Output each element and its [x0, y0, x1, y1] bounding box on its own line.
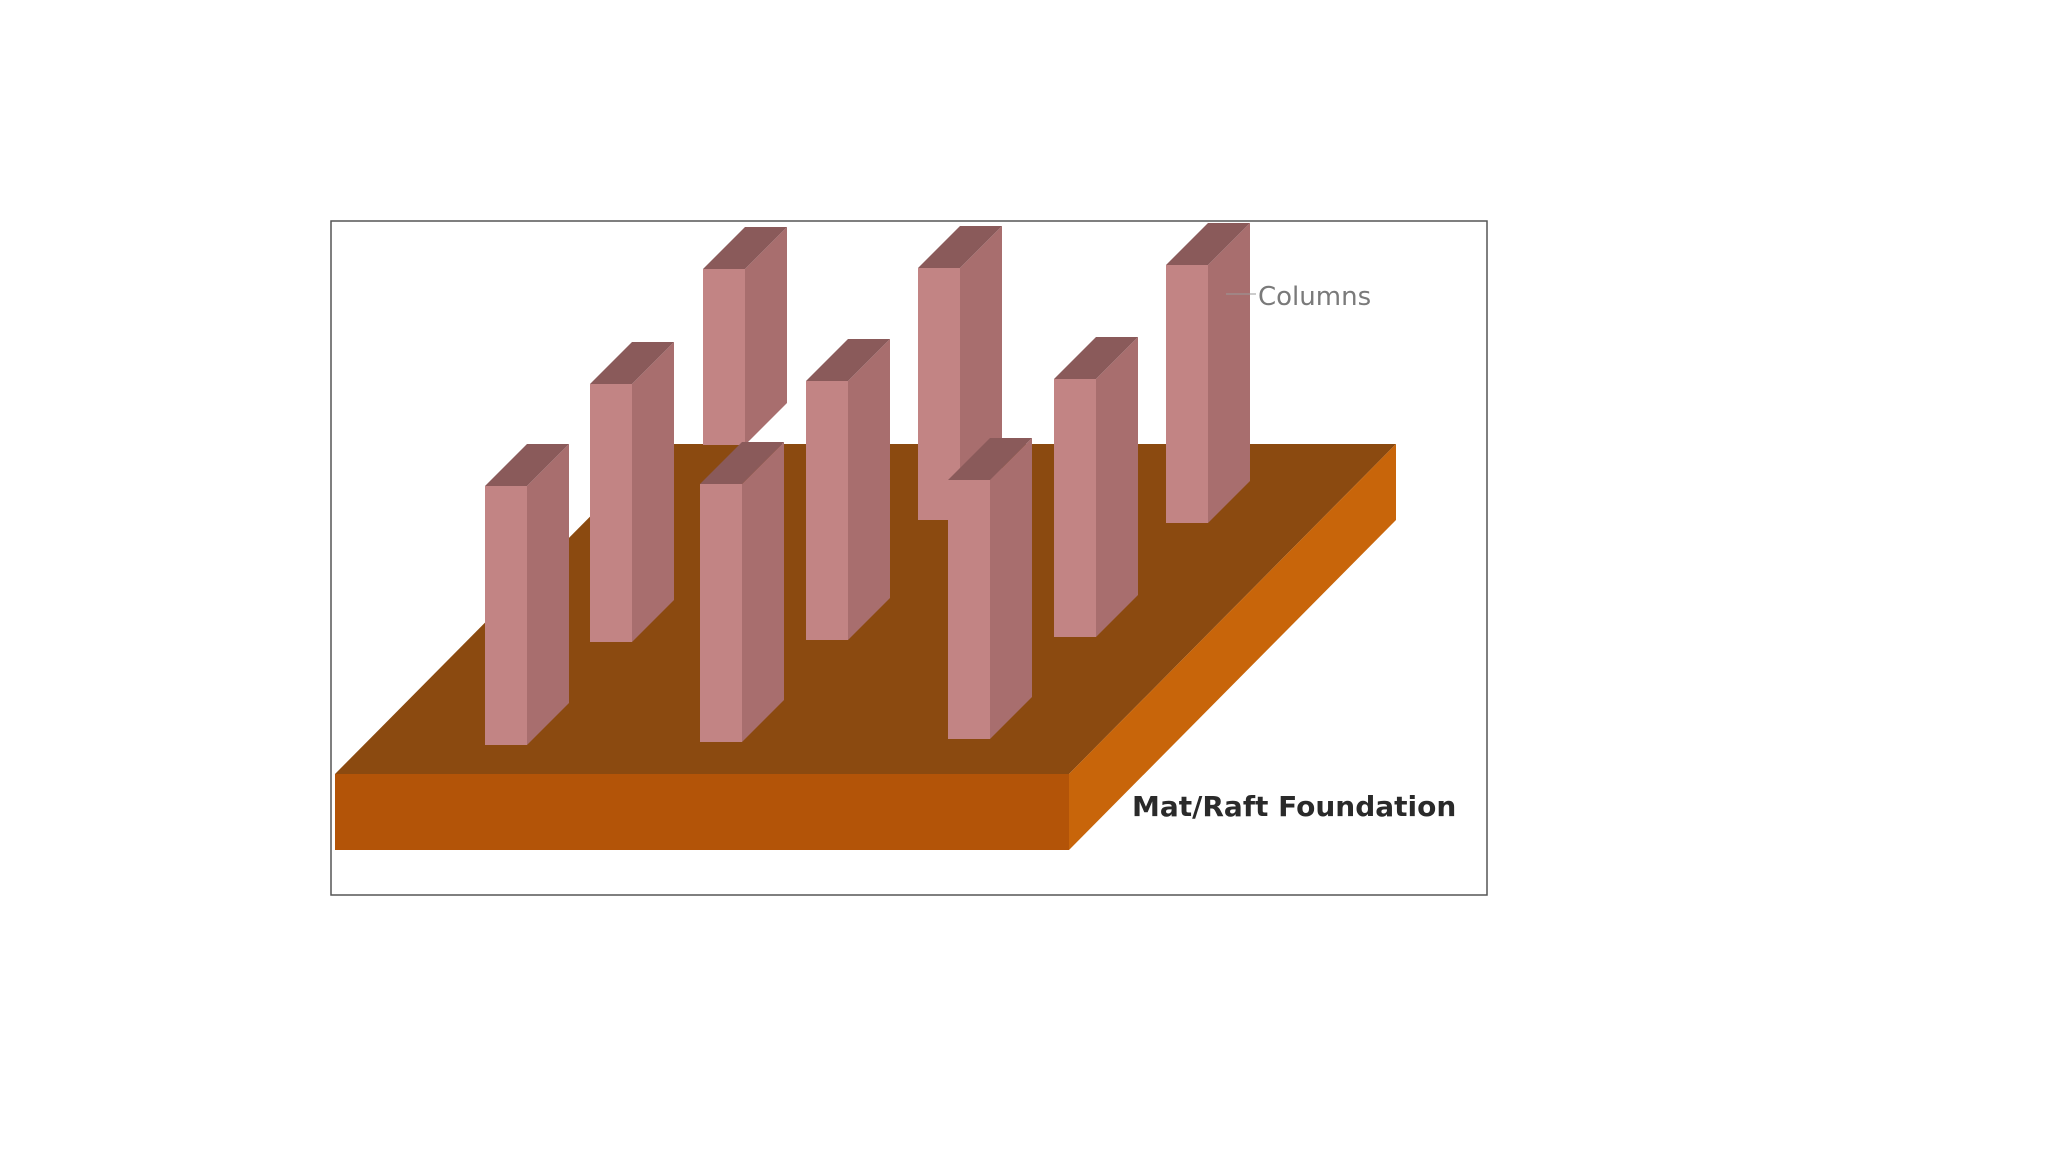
column-top-face	[948, 438, 1032, 480]
column-side-face	[1208, 223, 1250, 523]
column-front-face	[1166, 265, 1208, 523]
column-6	[1054, 337, 1138, 637]
column-front-face	[485, 486, 527, 745]
column-side-face	[632, 342, 674, 642]
columns-label: Columns	[1258, 282, 1371, 312]
column-front-face	[590, 384, 632, 642]
column-side-face	[1096, 337, 1138, 637]
column-top-face	[1166, 223, 1250, 265]
column-top-face	[1054, 337, 1138, 379]
column-top-face	[485, 444, 569, 486]
column-5	[806, 339, 890, 640]
column-front-face	[703, 269, 745, 445]
column-top-face	[806, 339, 890, 381]
column-top-face	[590, 342, 674, 384]
column-front-face	[918, 268, 960, 520]
column-front-face	[806, 381, 848, 640]
column-side-face	[990, 438, 1032, 739]
column-front-face	[948, 480, 990, 739]
column-top-face	[703, 227, 787, 269]
columns-group	[485, 223, 1250, 745]
column-side-face	[527, 444, 569, 745]
column-side-face	[848, 339, 890, 640]
column-side-face	[745, 227, 787, 445]
column-front-face	[1054, 379, 1096, 637]
foundation-label: Mat/Raft Foundation	[1132, 790, 1456, 823]
column-3	[1166, 223, 1250, 523]
column-7	[485, 444, 569, 745]
column-9	[948, 438, 1032, 739]
column-8	[700, 442, 784, 742]
column-top-face	[918, 226, 1002, 268]
slab-side-face	[1069, 444, 1396, 850]
column-1	[703, 227, 787, 445]
column-top-face	[700, 442, 784, 484]
column-front-face	[700, 484, 742, 742]
column-4	[590, 342, 674, 642]
slab-front-face	[335, 774, 1069, 850]
column-side-face	[742, 442, 784, 742]
